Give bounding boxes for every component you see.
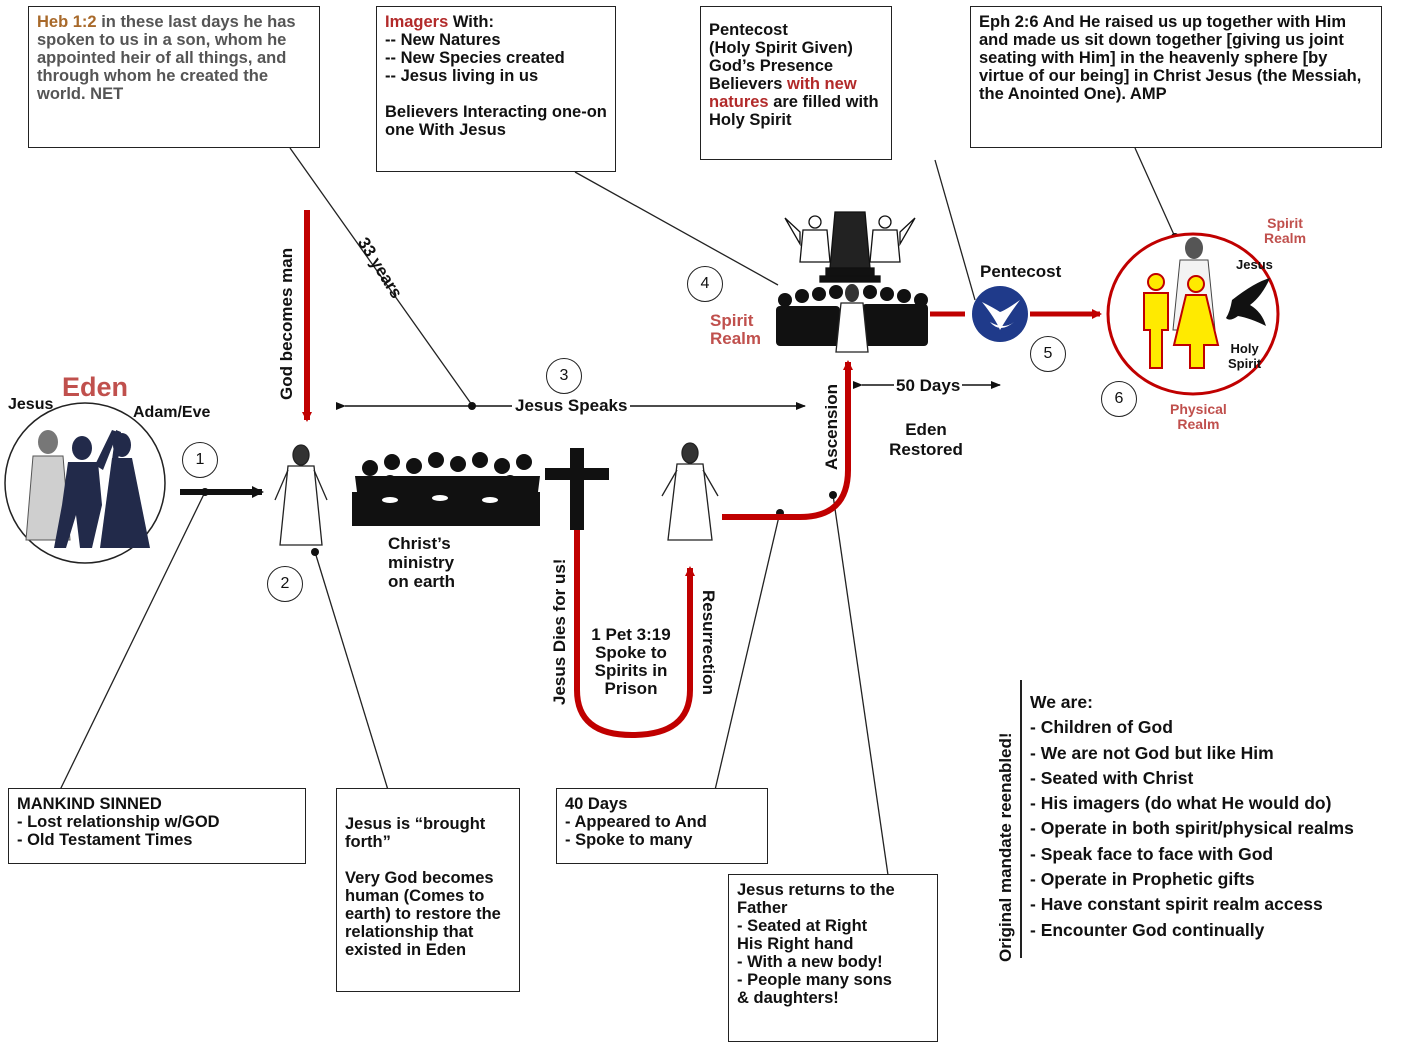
brought-forth-text: Jesus is “brought forth” Very God become… — [345, 815, 501, 959]
connector-returns — [832, 494, 889, 876]
list-item: - Speak face to face with God — [1030, 843, 1274, 864]
pentecost-box: Pentecost (Holy Spirit Given) God’s Pres… — [700, 6, 892, 160]
connector-imagers-crowd — [574, 171, 779, 286]
ascension-label: Ascension — [822, 384, 841, 470]
connector-mankind — [59, 491, 206, 791]
step-2-marker: 2 — [267, 566, 303, 602]
last-supper-image — [352, 452, 540, 526]
fifty-days-label: 50 Days — [894, 376, 963, 396]
step-1-marker: 1 — [182, 442, 218, 478]
imagers-text: -- New Natures -- New Species created --… — [385, 31, 607, 139]
list-item: - Children of God — [1030, 717, 1173, 738]
list-item: - Operate in Prophetic gifts — [1030, 869, 1255, 890]
eden-image — [4, 402, 166, 564]
holy-spirit-label: Holy Spirit — [1228, 341, 1262, 371]
connector-eph-circle — [1134, 147, 1176, 238]
heb-verse-ref: Heb 1:2 — [37, 13, 97, 31]
spirit-realm-label: Spirit Realm — [710, 311, 762, 348]
eden-title: Eden — [62, 372, 129, 402]
we-are-list: We are: - Children of God - We are not G… — [1030, 690, 1354, 943]
pentecost-highlight: with new natures — [709, 75, 857, 111]
mankind-sinned-box: MANKIND SINNED - Lost relationship w/GOD… — [8, 788, 306, 864]
connector-lines — [59, 147, 1176, 876]
step-3-marker: 3 — [546, 358, 582, 394]
believers-crowd-image — [776, 284, 928, 353]
circle-jesus-label: Jesus — [1236, 257, 1273, 272]
list-item: - Operate in both spirit/physical realms — [1030, 818, 1354, 839]
connector-forty-days — [714, 511, 781, 791]
imagers-line1: With: — [448, 13, 494, 31]
resurrection-label: Resurrection — [699, 590, 718, 695]
pentecost-text: Pentecost (Holy Spirit Given) God’s Pres… — [709, 21, 853, 93]
ministry-label: Christ’s ministry on earth — [388, 534, 456, 591]
we-are-title: We are: — [1030, 692, 1093, 712]
forty-days-text: 40 Days - Appeared to And - Spoke to man… — [565, 795, 707, 849]
ascension-arrow — [722, 360, 853, 520]
adam-eve-label: Adam/Eve — [133, 404, 211, 421]
heb-verse-box: Heb 1:2 in these last days he has spoken… — [28, 6, 320, 148]
realm-circle-image — [1106, 232, 1280, 396]
throne-angels-image — [784, 211, 916, 283]
connector-brought-forth — [314, 551, 389, 791]
step-5-marker: 5 — [1030, 336, 1066, 372]
mandate-divider — [1020, 680, 1022, 958]
step-4-marker: 4 — [687, 266, 723, 302]
eph-verse-box: Eph 2:6 And He raised us up together wit… — [970, 6, 1382, 148]
connector-pentecost-dove — [934, 159, 976, 301]
cross-image — [545, 448, 609, 530]
returns-text: Jesus returns to the Father - Seated at … — [737, 881, 895, 1007]
list-item: - We are not God but like Him — [1030, 742, 1274, 763]
jesus-dies-label: Jesus Dies for us! — [550, 558, 569, 705]
pentecost-tail: are filled with Holy Spirit — [709, 93, 879, 129]
connector-heb-33years — [289, 147, 473, 406]
jesus-label: Jesus — [8, 396, 54, 413]
pentecost-dove-icon — [972, 286, 1028, 342]
heb-verse-text: in these last days he has spoken to us i… — [37, 13, 296, 103]
spirits-in-prison-label: 1 Pet 3:19 Spoke to Spirits in Prison — [591, 625, 671, 698]
mankind-sinned-text: MANKIND SINNED - Lost relationship w/GOD… — [17, 795, 220, 849]
step-6-marker: 6 — [1101, 381, 1137, 417]
imagers-box: Imagers With: -- New Natures -- New Spec… — [376, 6, 616, 172]
god-becomes-man-label: God becomes man — [277, 247, 296, 400]
jesus-speaks-label: Jesus Speaks — [512, 396, 631, 416]
list-item: - Have constant spirit realm access — [1030, 894, 1323, 915]
pentecost-label: Pentecost — [980, 262, 1062, 281]
brought-forth-box: Jesus is “brought forth” Very God become… — [336, 788, 520, 992]
resurrected-jesus-figure — [661, 442, 719, 541]
mandate-label: Original mandate reenabled! — [996, 732, 1015, 962]
imagers-highlight: Imagers — [385, 13, 449, 31]
eden-restored-label: Eden Restored — [889, 420, 963, 459]
list-item: - Encounter God continually — [1030, 919, 1265, 940]
jesus-figure — [274, 444, 328, 546]
physical-realm-label: Physical Realm — [1170, 401, 1227, 432]
forty-days-box: 40 Days - Appeared to And - Spoke to man… — [556, 788, 768, 864]
circle-spirit-realm-label: Spirit Realm — [1264, 215, 1307, 246]
list-item: - Seated with Christ — [1030, 767, 1194, 788]
returns-box: Jesus returns to the Father - Seated at … — [728, 874, 938, 1042]
eph-verse-text: Eph 2:6 And He raised us up together wit… — [979, 13, 1362, 103]
list-item: - His imagers (do what He would do) — [1030, 793, 1332, 814]
death-resurrection-arrow — [574, 530, 695, 739]
